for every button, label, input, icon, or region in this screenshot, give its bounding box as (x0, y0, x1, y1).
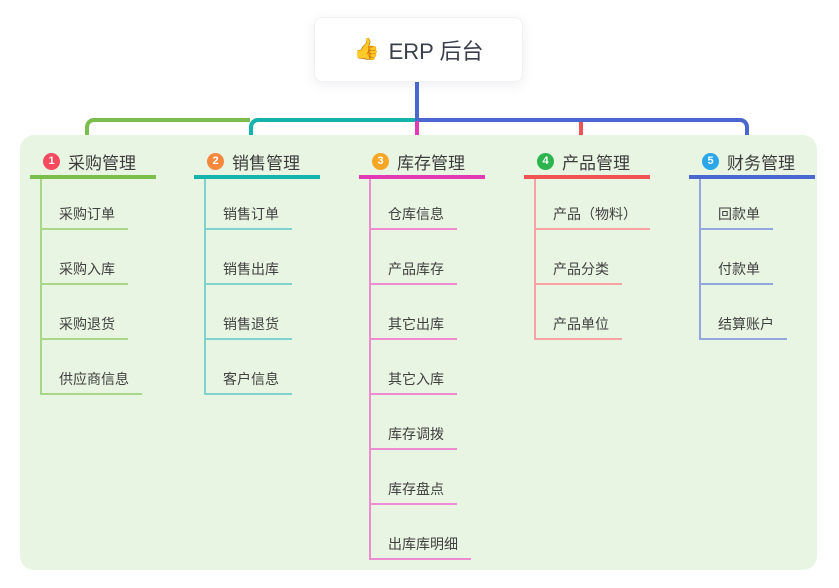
connector-branch-1-elbow (85, 118, 250, 146)
branch-children: 销售订单销售出库销售退货客户信息 (204, 179, 314, 395)
branch-3: 3 库存管理仓库信息产品库存其它出库其它入库库存调拨库存盘点出库库明细 (359, 148, 485, 560)
child-node-label: 出库库明细 (388, 536, 458, 552)
branch-children: 仓库信息产品库存其它出库其它入库库存调拨库存盘点出库库明细 (369, 179, 479, 560)
child-node[interactable]: 供应商信息 (42, 340, 142, 395)
connector-branch-3-drop (415, 121, 419, 146)
child-node-label: 销售订单 (223, 206, 279, 222)
child-node-label: 采购退货 (59, 316, 115, 332)
connector-branch-2-elbow (249, 118, 415, 146)
child-node[interactable]: 销售退货 (206, 285, 292, 340)
branch-children: 采购订单采购入库采购退货供应商信息 (40, 179, 150, 395)
child-node-label: 库存调拨 (388, 426, 444, 442)
branch-4: 4 产品管理产品（物料） 产品分类产品单位 (524, 148, 650, 340)
child-node[interactable]: 库存调拨 (371, 395, 457, 450)
branch-title-label: 销售管理 (232, 154, 300, 173)
child-node[interactable]: 客户信息 (206, 340, 292, 395)
child-node-label: 产品（物料） (553, 206, 637, 222)
child-node[interactable]: 产品分类 (536, 230, 622, 285)
child-node-label: 客户信息 (223, 371, 279, 387)
branch-1: 1 采购管理采购订单采购入库采购退货供应商信息 (30, 148, 156, 395)
child-node-label: 其它出库 (388, 316, 444, 332)
branch-children: 产品（物料） 产品分类产品单位 (534, 179, 650, 340)
child-node[interactable]: 其它入库 (371, 340, 457, 395)
child-node[interactable]: 回款单 (701, 179, 773, 230)
child-node[interactable]: 仓库信息 (371, 179, 457, 230)
root-connector-line (415, 82, 419, 120)
branch-title[interactable]: 3 库存管理 (359, 148, 485, 179)
child-node-label: 供应商信息 (59, 371, 129, 387)
child-node[interactable]: 销售订单 (206, 179, 292, 230)
child-node-label: 结算账户 (718, 316, 774, 332)
child-node[interactable]: 其它出库 (371, 285, 457, 340)
child-node-label: 采购入库 (59, 261, 115, 277)
child-node-label: 销售出库 (223, 261, 279, 277)
branch-title[interactable]: 5 财务管理 (689, 148, 815, 179)
branch-title-label: 采购管理 (68, 154, 136, 173)
child-node-label: 付款单 (718, 261, 760, 277)
child-node[interactable]: 采购入库 (42, 230, 128, 285)
child-node-label: 产品库存 (388, 261, 444, 277)
branch-title-label: 库存管理 (397, 154, 465, 173)
child-node-label: 采购订单 (59, 206, 115, 222)
branch-number-badge: 4 (537, 153, 554, 170)
child-node[interactable]: 库存盘点 (371, 450, 457, 505)
child-node[interactable]: 付款单 (701, 230, 773, 285)
branch-5: 5 财务管理回款单付款单结算账户 (689, 148, 815, 340)
branch-number-badge: 1 (43, 153, 60, 170)
connector-branch-5-elbow (415, 118, 749, 146)
branch-title[interactable]: 4 产品管理 (524, 148, 650, 179)
child-node-label: 销售退货 (223, 316, 279, 332)
branch-number-badge: 5 (702, 153, 719, 170)
branch-title[interactable]: 2 销售管理 (194, 148, 320, 179)
connector-branch-4-drop (579, 122, 583, 146)
branch-title-label: 财务管理 (727, 154, 795, 173)
branch-2: 2 销售管理销售订单销售出库销售退货客户信息 (194, 148, 320, 395)
child-node-label: 产品单位 (553, 316, 609, 332)
root-node[interactable]: 👍 ERP 后台 (314, 17, 523, 82)
branches-panel (20, 135, 817, 570)
child-node[interactable]: 销售出库 (206, 230, 292, 285)
branch-number-badge: 2 (207, 153, 224, 170)
child-node-label: 仓库信息 (388, 206, 444, 222)
child-node-label: 其它入库 (388, 371, 444, 387)
child-node[interactable]: 采购订单 (42, 179, 128, 230)
branch-children: 回款单付款单结算账户 (699, 179, 809, 340)
branch-number-badge: 3 (372, 153, 389, 170)
child-node-label: 回款单 (718, 206, 760, 222)
child-node[interactable]: 采购退货 (42, 285, 128, 340)
child-node-label: 产品分类 (553, 261, 609, 277)
root-node-label: ERP 后台 (388, 38, 484, 64)
child-node[interactable]: 产品库存 (371, 230, 457, 285)
branch-title-label: 产品管理 (562, 154, 630, 173)
child-node-label: 库存盘点 (388, 481, 444, 497)
child-node[interactable]: 产品单位 (536, 285, 622, 340)
thumbs-up-icon: 👍 (353, 37, 380, 61)
child-node[interactable]: 产品（物料） (536, 179, 650, 230)
branch-title[interactable]: 1 采购管理 (30, 148, 156, 179)
child-node[interactable]: 结算账户 (701, 285, 787, 340)
child-node[interactable]: 出库库明细 (371, 505, 471, 560)
